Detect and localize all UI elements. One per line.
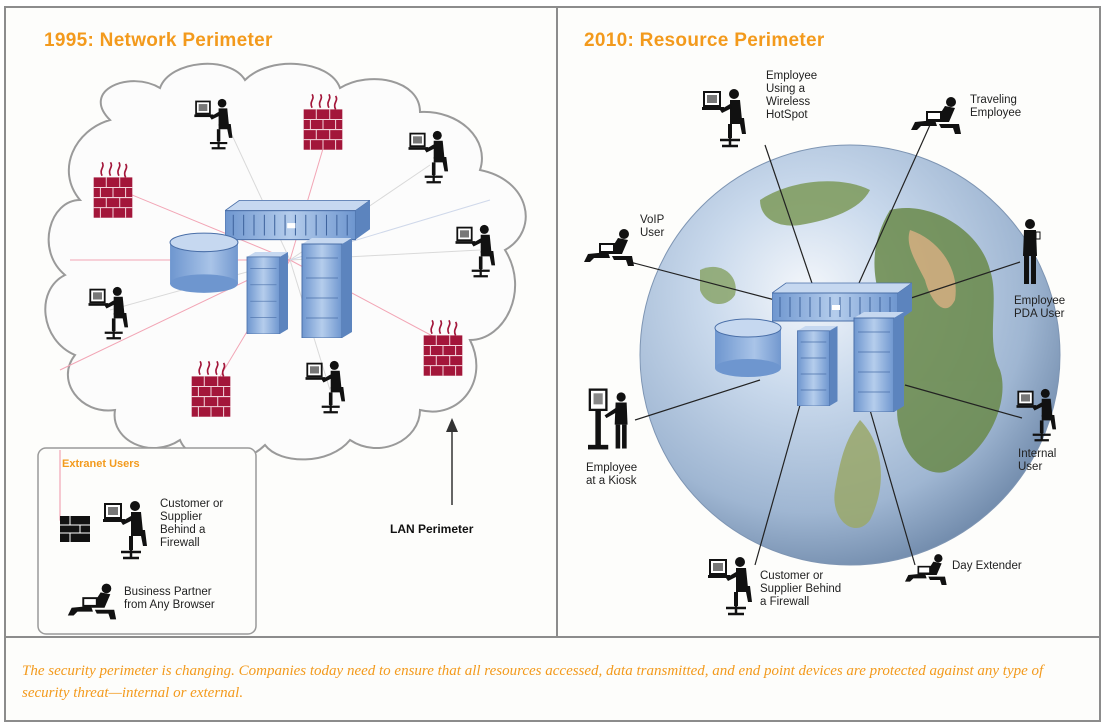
- extranet-heading: Extranet Users: [62, 458, 140, 470]
- kiosk-label: Employee at a Kiosk: [586, 462, 637, 488]
- label-line: User: [640, 227, 665, 239]
- label-line: at a Kiosk: [586, 475, 637, 487]
- label-line: HotSpot: [766, 109, 808, 121]
- voip-user-label: VoIP User: [640, 214, 664, 240]
- label-line: Employee: [766, 70, 818, 82]
- user-at-computer-icon: [702, 88, 748, 148]
- label-line: Supplier: [160, 511, 203, 523]
- globe-landmasses: [700, 181, 1003, 529]
- traveling-employee-label: Traveling Employee: [970, 94, 1021, 120]
- user-at-computer-icon: [708, 556, 754, 616]
- label-line: Traveling: [970, 94, 1017, 106]
- day-extender-label: Day Extender: [952, 560, 1022, 572]
- label-line: Employee: [1014, 295, 1066, 307]
- perimeter-diagram: [37, 62, 1061, 635]
- lan-perimeter-label: LAN Perimeter: [390, 522, 474, 536]
- kiosk-icon: [588, 388, 629, 451]
- extranet-customer-label: Customer or Supplier Behind a Firewall: [160, 498, 223, 550]
- wireless-hotspot-label: Employee Using a Wireless HotSpot: [766, 70, 817, 122]
- resource-connection-lines: [629, 124, 1023, 566]
- label-line: Using a: [766, 83, 805, 95]
- label-line: VoIP: [640, 214, 665, 226]
- server-rack-icon: [301, 238, 353, 338]
- traveling-user-icon: [583, 228, 635, 267]
- label-line: Customer or: [160, 498, 224, 510]
- label-line: Supplier Behind: [760, 583, 842, 595]
- right-panel-title: 2010: Resource Perimeter: [584, 30, 825, 51]
- label-line: from Any Browser: [124, 599, 215, 611]
- label-line: Wireless: [766, 96, 811, 108]
- label-line: PDA User: [1014, 308, 1065, 320]
- label-line: Employee: [970, 107, 1022, 119]
- database-icon: [714, 318, 782, 378]
- firewall-icon: [60, 516, 90, 542]
- panel-divider: [556, 6, 558, 638]
- label-line: Internal: [1018, 448, 1057, 460]
- caption-divider: [4, 636, 1101, 638]
- figure-caption: The security perimeter is changing. Comp…: [22, 663, 1044, 701]
- traveling-user-icon: [904, 553, 948, 586]
- label-line: User: [1018, 461, 1043, 473]
- business-partner-label: Business Partner from Any Browser: [124, 586, 215, 612]
- lan-perimeter-arrow: [446, 418, 458, 505]
- server-rack-icon: [246, 252, 289, 334]
- label-line: Firewall: [160, 537, 200, 549]
- label-line: a Firewall: [760, 596, 810, 608]
- internal-user-label: Internal User: [1018, 448, 1056, 474]
- left-panel-title: 1995: Network Perimeter: [44, 30, 273, 51]
- traveling-user-icon: [910, 96, 962, 135]
- server-rack-icon: [796, 326, 839, 406]
- label-line: Customer or: [760, 570, 824, 582]
- label-line: Business Partner: [124, 586, 212, 598]
- server-rack-icon: [225, 200, 370, 241]
- label-line: Behind a: [160, 524, 206, 536]
- extranet-box: [37, 447, 257, 635]
- database-icon: [169, 232, 239, 294]
- server-rack-icon: [853, 312, 905, 412]
- customer-supplier-label: Customer or Supplier Behind a Firewall: [760, 570, 841, 609]
- label-line: Employee: [586, 462, 638, 474]
- pda-user-label: Employee PDA User: [1014, 295, 1065, 321]
